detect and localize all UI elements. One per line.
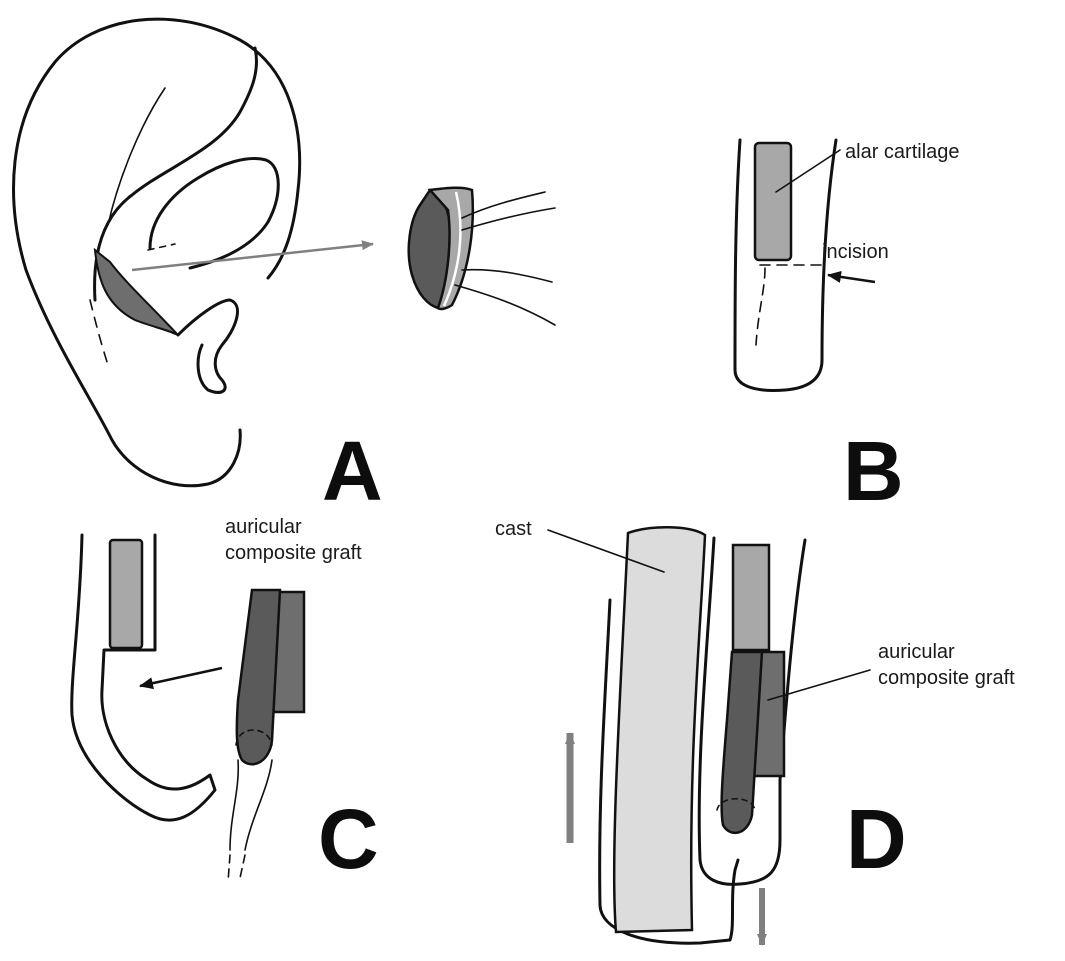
- opened-ala: [72, 535, 215, 820]
- panel-a: A: [14, 19, 555, 518]
- label-alar-cartilage: alar cartilage: [845, 141, 960, 163]
- cast: [614, 527, 705, 932]
- panel-letter-a: A: [322, 424, 383, 518]
- label-graft-d-line2: composite graft: [878, 667, 1015, 689]
- incision-arrow: [828, 275, 875, 282]
- panel-letter-b: B: [843, 424, 904, 518]
- ear-drawing: [14, 19, 300, 486]
- panel-letter-d: D: [846, 792, 907, 886]
- panel-c: auricular composite graft C: [72, 516, 379, 886]
- insertion-arrow: [140, 668, 222, 686]
- alar-cartilage-d: [733, 545, 769, 650]
- panel-d: cast auricular composite graft D: [495, 518, 1015, 945]
- alar-cartilage-c: [110, 540, 142, 648]
- label-graft-c-line1: auricular: [225, 516, 302, 538]
- label-cast: cast: [495, 518, 532, 540]
- composite-graft-c: [228, 590, 304, 882]
- label-graft-c-line2: composite graft: [225, 542, 362, 564]
- label-graft-d-line1: auricular: [878, 641, 955, 663]
- incision-line: [756, 265, 822, 345]
- panel-letter-c: C: [318, 792, 379, 886]
- alar-cartilage: [755, 143, 791, 260]
- label-incision: incision: [822, 241, 889, 263]
- panel-b: alar cartilage incision B: [735, 140, 960, 518]
- graft-cartilage-d: [722, 652, 762, 833]
- harvested-graft: [409, 188, 555, 325]
- harvest-arrow: [132, 244, 373, 270]
